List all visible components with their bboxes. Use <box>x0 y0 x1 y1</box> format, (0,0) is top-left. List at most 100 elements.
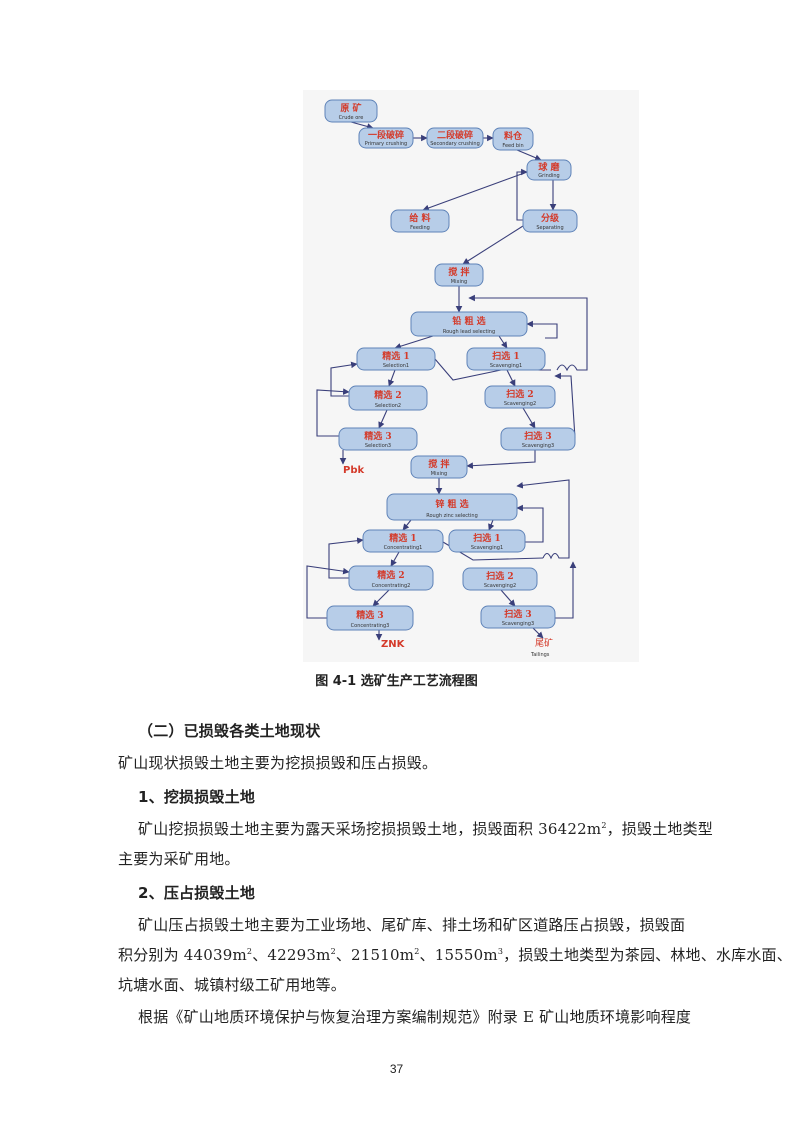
flow-node-en-label: Scavenging2 <box>484 583 516 589</box>
connector-crude-to-primary <box>350 121 374 130</box>
flow-node-en-label: Concentrating3 <box>351 623 390 629</box>
flow-node-box <box>426 127 484 149</box>
pbk-label: Pbk <box>343 465 364 476</box>
flow-node-box <box>324 99 378 123</box>
flow-node-box <box>500 427 576 451</box>
flow-node-zh-label: 精选 3 <box>356 609 383 621</box>
flow-node-box <box>466 347 546 371</box>
flow-node-zh-label: 一段破碎 <box>368 129 404 141</box>
text-span: 积分别为 44039m <box>118 946 247 964</box>
flow-node-box <box>434 263 484 287</box>
flow-node-en-label: Feeding <box>410 225 430 231</box>
flow-node-box <box>362 529 444 553</box>
connector-rzinc-to-con1 <box>402 519 412 531</box>
connector-con1-to-con2 <box>390 551 400 567</box>
connector-sep-to-mix <box>462 225 524 265</box>
flow-node-en-label: Secondary crushing <box>430 141 480 147</box>
paragraph-4: 根据《矿山地质环境保护与恢复治理方案编制规范》附录 E 矿山地质环境影响程度 <box>138 1008 692 1026</box>
text-span: 矿山挖损损毁土地主要为露天采场挖损损毁土地，损毁面积 36422m <box>138 820 602 838</box>
connector-bin-to-grinding <box>516 149 542 161</box>
text-span: 、42293m <box>252 946 331 964</box>
connector-zscv3-back <box>555 561 577 619</box>
flow-node-zh-label: 球 磨 <box>538 161 560 173</box>
flow-node-box <box>410 311 528 337</box>
connector-scv3-to-mix2 <box>466 450 536 469</box>
flow-node-box <box>526 159 572 181</box>
connector-zscv3-to-tailings <box>532 627 544 639</box>
paragraph-3-line-3: 坑塘水面、城镇村级工矿用地等。 <box>118 976 347 994</box>
flow-node-box <box>326 605 414 631</box>
flow-node-box <box>348 385 428 411</box>
flow-node-en-label: Concentrating1 <box>384 545 423 551</box>
flow-node-zh-label: 精选 3 <box>364 430 391 442</box>
flow-node-en-label: Selection1 <box>383 363 409 369</box>
connector-rlead-to-sel1 <box>394 335 434 350</box>
flow-node-en-label: Scavenging3 <box>502 621 534 627</box>
connector-zscv2-to-zscv3 <box>500 589 516 607</box>
flow-node-zh-label: 料仓 <box>504 130 523 142</box>
flow-node-zh-label: 铅 粗 选 <box>452 315 485 327</box>
flow-node-en-label: Grinding <box>538 173 559 179</box>
flow-node-en-label: Primary crushing <box>365 141 407 147</box>
flow-node-box <box>390 209 450 233</box>
flow-node-en-label: Scavenging3 <box>522 443 554 449</box>
connector-scv-hop-1 <box>468 294 588 372</box>
text-span: ，损毁土地类型为茶园、林地、水库水面、 <box>503 946 792 964</box>
flow-node-zh-label: 分级 <box>541 212 560 224</box>
flow-node-en-label: Mixing <box>451 279 467 285</box>
flow-node-en-label: Scavenging1 <box>471 545 503 551</box>
flow-node-box <box>480 605 556 629</box>
flow-node-zh-label: 扫选 3 <box>524 430 551 442</box>
flow-node-en-label: Separating <box>536 225 563 231</box>
flow-node-zh-label: 锌 粗 选 <box>435 498 468 510</box>
connector-sel2-to-sel3 <box>378 409 388 429</box>
flow-node-en-label: Crude ore <box>339 115 364 121</box>
flow-node-zh-label: 搅 拌 <box>448 266 469 278</box>
flow-node-zh-label: 扫选 2 <box>486 570 513 582</box>
superscript: 3 <box>497 947 504 956</box>
flow-node-box <box>410 455 468 479</box>
connector-sel3-loop <box>316 388 350 437</box>
flow-node-box <box>386 493 518 521</box>
flow-node-box <box>484 385 556 409</box>
flow-node-box <box>492 127 534 151</box>
flow-node-zh-label: 扫选 1 <box>492 350 519 362</box>
connector-rzinc-to-zscv1 <box>488 519 495 531</box>
connector-sel1-to-sel2 <box>387 369 396 387</box>
connector-scv1-loop-back <box>526 320 558 339</box>
connector-sel2-loop <box>330 361 358 397</box>
flow-node-box <box>358 127 414 149</box>
page-number: 37 <box>389 1062 404 1076</box>
superscript: 2 <box>330 947 336 956</box>
flow-node-box <box>348 565 434 591</box>
tailings-en-label: Tailings <box>530 652 550 658</box>
flow-node-box <box>462 567 538 591</box>
text-span: ，损毁土地类型 <box>606 820 714 838</box>
flow-node-en-label: Selection3 <box>365 443 391 449</box>
paragraph-1: 矿山现状损毁土地主要为挖损损毁和压占损毁。 <box>118 754 438 772</box>
connector-zscv1-back <box>516 504 544 543</box>
flow-node-zh-label: 扫选 2 <box>506 388 533 400</box>
flow-node-zh-label: 扫选 1 <box>473 532 500 544</box>
flow-node-zh-label: 给 料 <box>409 212 430 224</box>
znk-label: ZNK <box>381 639 406 650</box>
